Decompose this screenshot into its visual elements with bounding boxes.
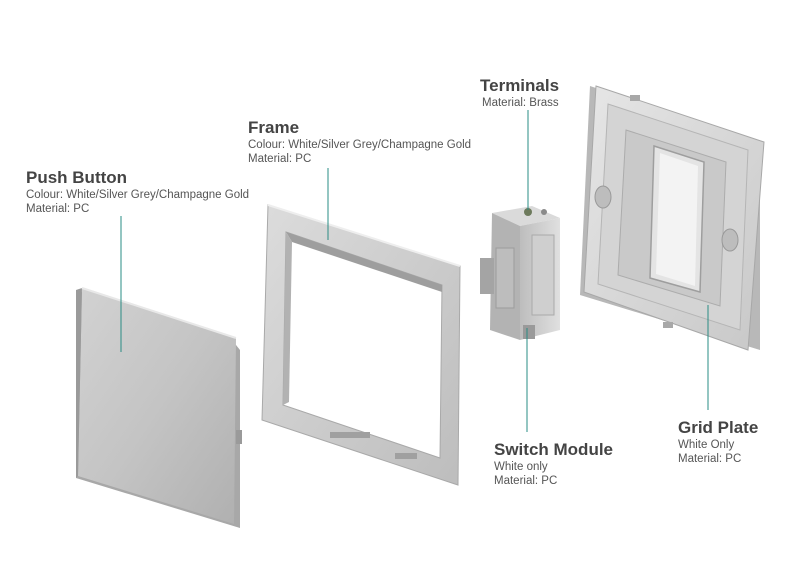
frame-label: Frame Colour: White/Silver Grey/Champagn… xyxy=(248,118,471,166)
frame-material: Material: PC xyxy=(248,153,312,165)
switch-module-material: Material: PC xyxy=(494,475,558,487)
push-button-material: Material: PC xyxy=(26,203,90,215)
push-button-title: Push Button xyxy=(26,168,128,187)
terminals-material: Material: Brass xyxy=(482,97,559,109)
push-button-part xyxy=(76,287,242,528)
grid-plate-colour: White Only xyxy=(678,439,735,451)
grid-plate-part xyxy=(580,85,765,351)
push-button-colour: Colour: White/Silver Grey/Champagne Gold xyxy=(26,189,250,201)
switch-module-title: Switch Module xyxy=(494,440,613,459)
switch-module-part xyxy=(480,206,560,340)
frame-colour: Colour: White/Silver Grey/Champagne Gold xyxy=(248,139,472,151)
frame-part xyxy=(261,204,461,486)
terminals-label: Terminals Material: Brass xyxy=(480,76,559,110)
push-button-label: Push Button Colour: White/Silver Grey/Ch… xyxy=(26,168,249,216)
grid-plate-material: Material: PC xyxy=(678,453,742,465)
grid-plate-label: Grid Plate White Only Material: PC xyxy=(678,418,758,466)
switch-module-colour: White only xyxy=(494,461,548,473)
terminals-title: Terminals xyxy=(480,76,560,95)
frame-title: Frame xyxy=(248,118,300,137)
switch-module-label: Switch Module White only Material: PC xyxy=(494,440,613,488)
grid-plate-title: Grid Plate xyxy=(678,418,759,437)
